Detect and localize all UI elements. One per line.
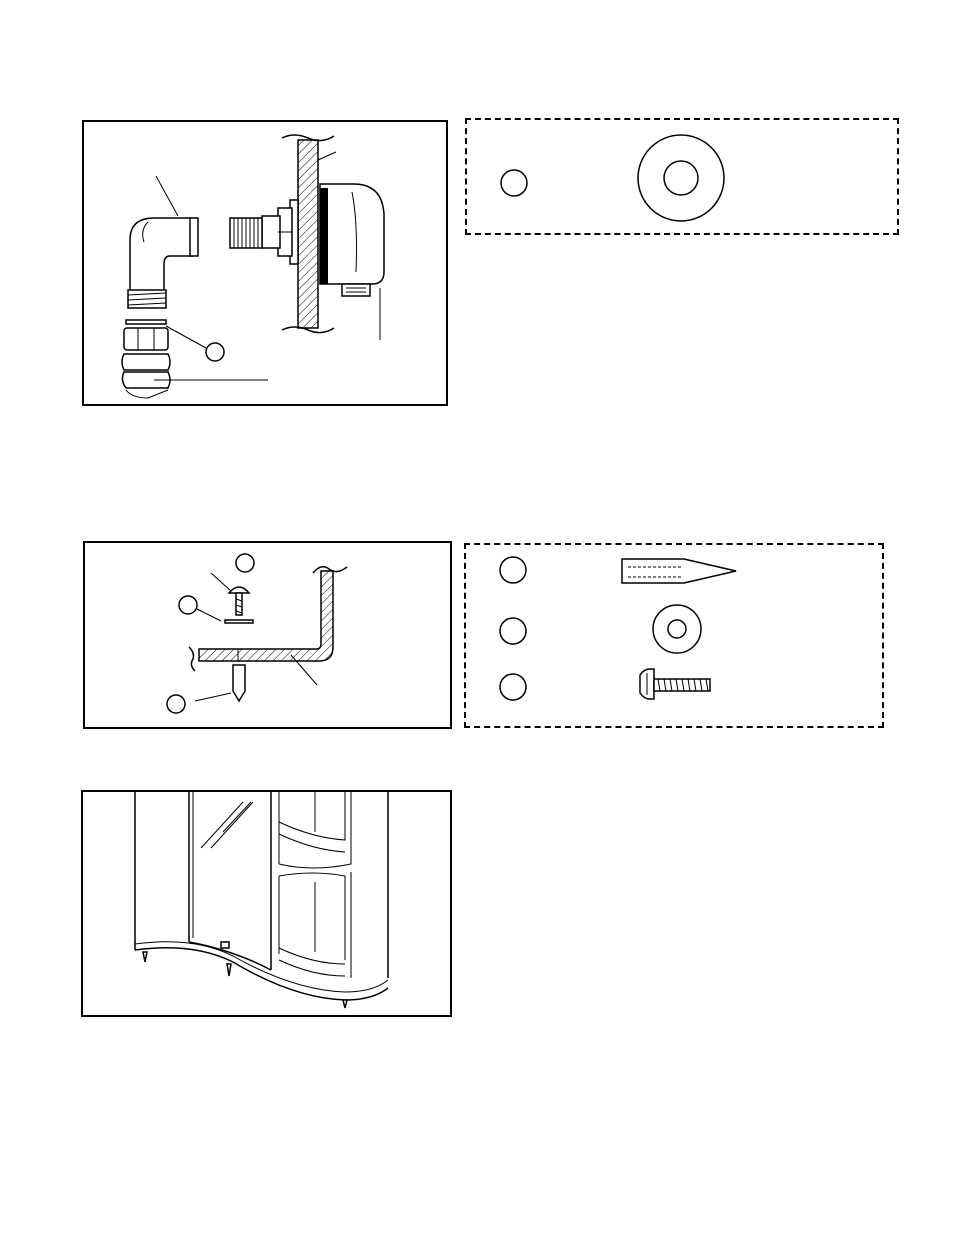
shelf-screw-figure bbox=[83, 541, 452, 729]
cabinet-drawing bbox=[83, 792, 450, 1015]
elbow-fitting bbox=[128, 176, 198, 308]
callout-marker bbox=[206, 343, 224, 361]
hardware-parts-box bbox=[464, 543, 884, 728]
hose-connection bbox=[122, 320, 268, 398]
washer-parts-box bbox=[465, 118, 899, 235]
shelf-screw-drawing bbox=[85, 543, 450, 727]
screw-row bbox=[500, 669, 710, 700]
washer-row bbox=[500, 605, 701, 653]
cabinet-body bbox=[135, 792, 388, 1000]
hardware-parts-drawing bbox=[466, 545, 882, 726]
cabinet-installed-figure bbox=[81, 790, 452, 1017]
anchor-row bbox=[500, 557, 736, 583]
part-callout-circle bbox=[501, 170, 527, 196]
drain-elbow-figure bbox=[82, 120, 448, 406]
drain-elbow-drawing bbox=[84, 122, 446, 404]
open-shelves bbox=[279, 792, 351, 978]
threaded-stub bbox=[230, 200, 298, 264]
bracket-section bbox=[189, 567, 347, 685]
washer-parts-drawing bbox=[467, 120, 897, 233]
washer-icon bbox=[638, 135, 724, 221]
valve-body bbox=[320, 184, 384, 340]
screw-callout bbox=[211, 554, 254, 615]
mirror-door bbox=[189, 792, 271, 970]
